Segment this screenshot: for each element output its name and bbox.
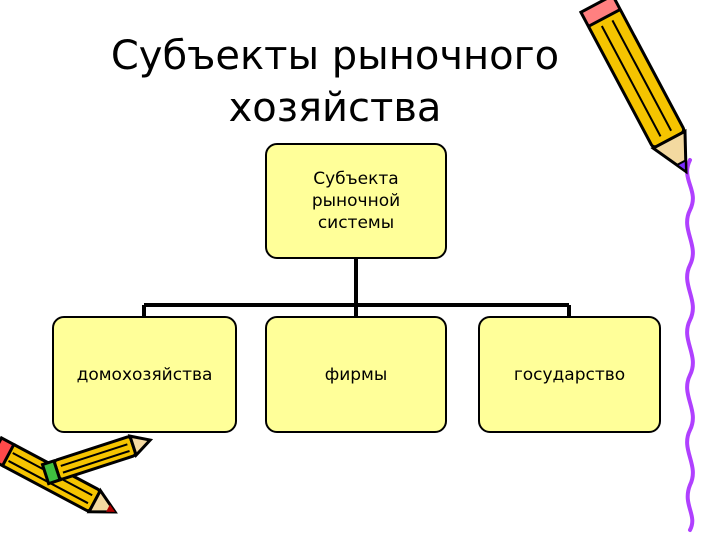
- pencils-icon: [0, 431, 153, 523]
- title-line-2: хозяйства: [60, 82, 610, 134]
- root-node-line-2: системы: [267, 212, 445, 234]
- root-node-line-1: Субъекта рыночной: [267, 168, 445, 212]
- title-line-1: Субъекты рыночного: [60, 30, 610, 82]
- page-title: Субъекты рыночного хозяйства: [60, 30, 610, 134]
- child-node-households: домохозяйства: [52, 316, 237, 433]
- child-node-state: государство: [478, 316, 661, 433]
- child-node-label: государство: [514, 364, 625, 386]
- wavy-line-icon: [687, 160, 693, 530]
- child-node-label: домохозяйства: [77, 364, 213, 386]
- child-node-label: фирмы: [325, 364, 388, 386]
- root-node: Субъекта рыночной системы: [265, 143, 447, 259]
- connector-lines: [144, 259, 569, 316]
- root-node-label: Субъекта рыночной системы: [267, 168, 445, 234]
- child-node-firms: фирмы: [265, 316, 447, 433]
